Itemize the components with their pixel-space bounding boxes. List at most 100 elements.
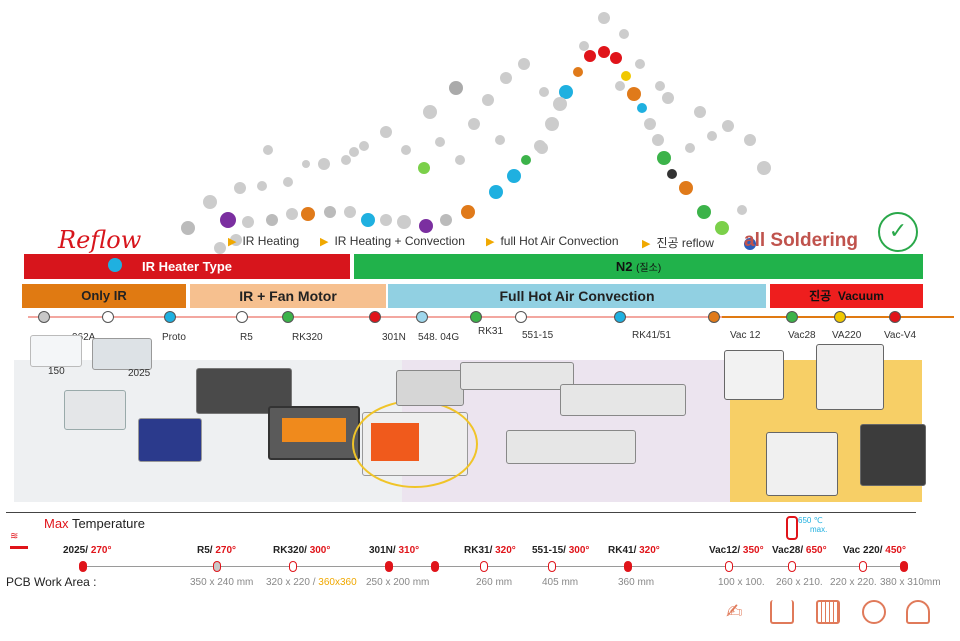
- profile-dot: [283, 177, 293, 187]
- profile-dot: [419, 219, 433, 233]
- temperature-label: Vac 220/ 450°: [843, 545, 906, 556]
- temperature-label: RK320/ 300°: [273, 545, 331, 556]
- profile-dot: [521, 155, 531, 165]
- legend-ir-heating: ▶IR Heating: [228, 234, 300, 248]
- timeline-node: [236, 311, 248, 323]
- band-hot-air: Full Hot Air Convection: [388, 284, 766, 308]
- machine-vac12-image: [724, 350, 784, 400]
- profile-dot: [627, 87, 641, 101]
- timeline-node: [369, 311, 381, 323]
- machine-150-label: 150: [48, 366, 65, 377]
- band-only-ir: Only IR: [22, 284, 186, 308]
- profile-dot: [559, 85, 573, 99]
- temperature-node: [859, 561, 867, 572]
- approved-seal-icon: ✓: [878, 212, 918, 252]
- profile-dot: [380, 214, 392, 226]
- band-n2: N2 (질소): [354, 254, 923, 279]
- profile-dot: [621, 71, 631, 81]
- profile-dot: [324, 206, 336, 218]
- profile-dot: [263, 145, 273, 155]
- profile-dot: [644, 118, 656, 130]
- profile-dot: [220, 212, 236, 228]
- profile-dot-curve: [181, 12, 771, 254]
- profile-dot: [722, 120, 734, 132]
- machine-2025-image: [92, 338, 152, 370]
- fan-icon: [862, 600, 886, 624]
- machine-rk31-image: [460, 362, 574, 390]
- timeline-node: [282, 311, 294, 323]
- profile-dot: [637, 103, 647, 113]
- profile-dot: [694, 106, 706, 118]
- profile-dot: [619, 29, 629, 39]
- profile-dot: [455, 155, 465, 165]
- profile-dot: [500, 72, 512, 84]
- profile-dot: [181, 221, 195, 235]
- timeline-node: [786, 311, 798, 323]
- area-301n: 250 x 200 mm: [366, 577, 430, 588]
- profile-dot: [418, 162, 430, 174]
- triangle-icon: ▶: [228, 236, 237, 248]
- area-rk41: 360 mm: [618, 577, 655, 588]
- profile-dot: [302, 160, 310, 168]
- temperature-node: [213, 561, 221, 572]
- timeline-node-label: 301N: [382, 332, 406, 343]
- temperature-label: 301N/ 310°: [369, 545, 420, 556]
- beaker-icon: [770, 600, 794, 624]
- machine-150-image: [30, 335, 82, 367]
- profile-dot: [507, 169, 521, 183]
- profile-dot: [584, 50, 596, 62]
- profile-dot: [737, 205, 747, 215]
- timeline-node: [614, 311, 626, 323]
- temperature-label: 551-15/ 300°: [532, 545, 590, 556]
- profile-dot: [573, 67, 583, 77]
- profile-dot: [598, 12, 610, 24]
- profile-dot: [757, 161, 771, 175]
- temperature-node: [385, 561, 393, 572]
- reflow-title: Reflow: [58, 226, 142, 254]
- profile-dot: [744, 238, 756, 250]
- timeline-node: [470, 311, 482, 323]
- timeline-node-label: 548. 04G: [418, 332, 460, 343]
- machine-551-image: [560, 384, 686, 416]
- profile-dot: [449, 81, 463, 95]
- profile-dot: [440, 214, 452, 226]
- profile-dot: [214, 242, 226, 254]
- machine-2025-label: 2025: [128, 368, 151, 379]
- timeline-node-label: R5: [240, 332, 253, 343]
- area-vac28: 260 x 210.: [776, 577, 823, 588]
- heat-icon: ≋: [10, 532, 28, 549]
- profile-dot: [655, 81, 665, 91]
- timeline-node: [834, 311, 846, 323]
- temperature-node: [79, 561, 87, 572]
- timeline-node-label: Vac28: [788, 330, 816, 341]
- pcb-work-area-label: PCB Work Area :: [6, 575, 97, 589]
- area-vac12: 100 x 100.: [718, 577, 765, 588]
- profile-dot: [697, 205, 711, 219]
- oven-grid-icon: [816, 600, 840, 624]
- profile-dot: [361, 213, 375, 227]
- profile-dot: [545, 117, 559, 131]
- profile-dot: [301, 207, 315, 221]
- profile-dot: [341, 155, 351, 165]
- profile-dot: [744, 134, 756, 146]
- profile-dot: [489, 185, 503, 199]
- machine-548-image: [396, 370, 464, 406]
- timeline-node-label: 551-15: [522, 330, 554, 341]
- temperature-node: [548, 561, 556, 572]
- timeline-node: [515, 311, 527, 323]
- machine-rk320-image: [268, 406, 360, 460]
- profile-dot: [380, 126, 392, 138]
- profile-dot: [461, 205, 475, 219]
- temperature-node: [788, 561, 796, 572]
- profile-dot: [715, 221, 729, 235]
- machine-proto-image: [138, 418, 202, 462]
- section-divider: [6, 512, 916, 513]
- timeline-node: [38, 311, 50, 323]
- profile-dot: [553, 97, 567, 111]
- timeline-node-label: 962A: [72, 332, 96, 343]
- soldering-title: all Soldering: [744, 230, 859, 251]
- machine-va220-image: [766, 432, 838, 496]
- profile-dot: [359, 141, 369, 151]
- profile-dot: [468, 118, 480, 130]
